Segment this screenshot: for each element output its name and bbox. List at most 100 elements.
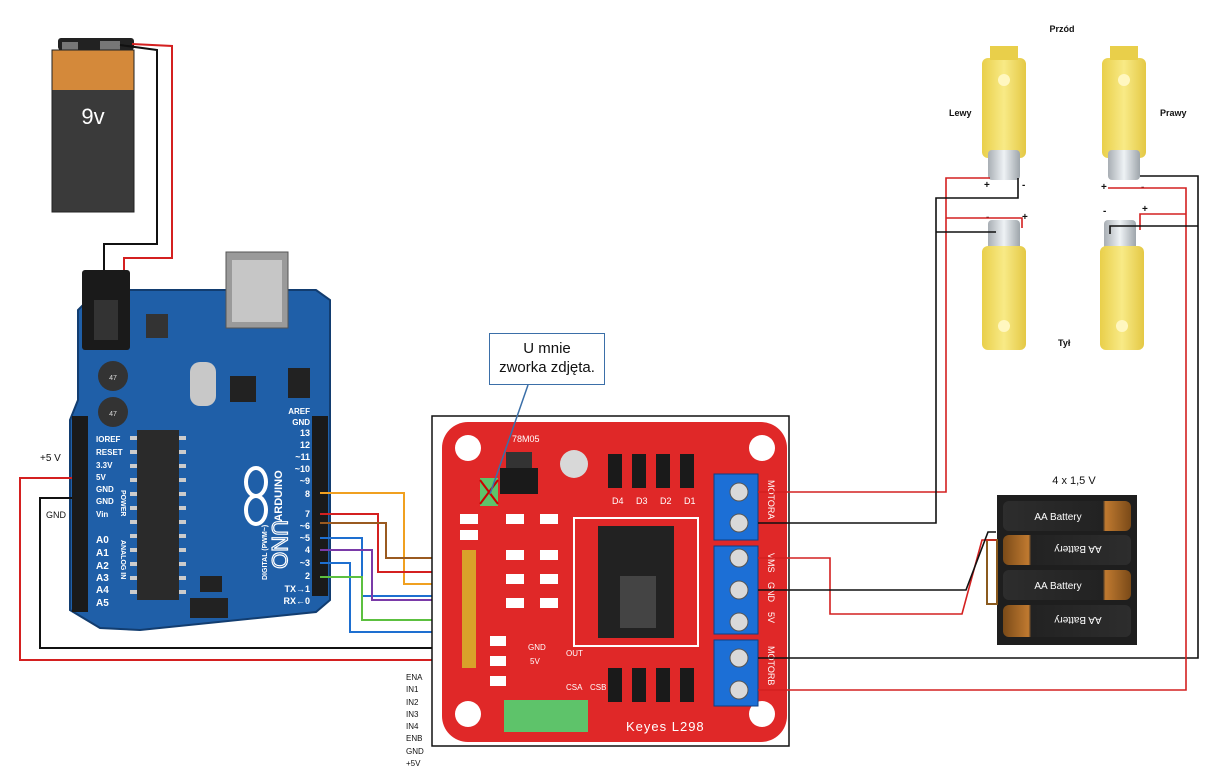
arduino-pin-a0: A0 [96, 535, 109, 546]
aa-label-3: AA Battery [1034, 581, 1081, 592]
arduino-digital-title: DIGITAL (PWM~) [262, 525, 269, 580]
callout-line-2: zworka zdjęta. [499, 359, 595, 376]
arduino-power-title: POWER [119, 490, 126, 516]
driver-label-motorb: MOTORB [766, 646, 776, 685]
pin-label-gnd: GND [406, 746, 424, 756]
polarity-fl-minus: - [1022, 180, 1025, 191]
label-battpack: 4 x 1,5 V [1052, 475, 1096, 487]
battery-9v: 9v [51, 38, 135, 213]
arduino-pin-a5: A5 [96, 598, 109, 609]
arduino-pin-a3: A3 [96, 573, 109, 584]
label-prawy: Prawy [1160, 108, 1187, 118]
callout-pointer [489, 384, 529, 495]
wire-vms-red [758, 539, 996, 615]
arduino-pin-10: ~10 [295, 464, 310, 474]
power-wires [758, 531, 996, 615]
arduino-pin-33v: 3.3V [96, 461, 113, 470]
polarity-rl-plus: + [1022, 212, 1028, 223]
label-plus5v: +5 V [40, 453, 61, 464]
label-gnd: GND [46, 510, 67, 520]
aa-label-4: AA Battery [1054, 614, 1101, 625]
wire-motora-black [758, 178, 1019, 524]
motor-wires [758, 175, 1199, 691]
arduino-pin-a2: A2 [96, 561, 109, 572]
motor-front-left [982, 46, 1026, 180]
arduino-pin-a1: A1 [96, 548, 109, 559]
wire-motorb-red [758, 187, 1187, 691]
pin-label-ena: ENA [406, 673, 423, 682]
driver-label-out: OUT [566, 649, 583, 658]
pin-label-enb: ENB [406, 734, 423, 744]
wire-pin5-blue [320, 537, 466, 597]
arduino-pin-13: 13 [300, 428, 310, 438]
pin-label-5v: +5V [406, 759, 421, 769]
wire-5v-red [19, 477, 466, 661]
polarity-rr-plus: + [1142, 204, 1148, 215]
wire-fr-rr-red [1139, 213, 1186, 230]
pin-label-in1: IN1 [406, 685, 419, 695]
aa-label-2: AA Battery [1054, 543, 1101, 554]
arduino-pin-vin: Vin [96, 510, 108, 519]
arduino-pin-ioref: IOREF [96, 435, 121, 444]
arduino-pin-5: ~5 [300, 533, 310, 543]
arduino-pin-reset: RESET [96, 448, 123, 457]
wire-gnd-black [39, 497, 466, 649]
pin-label-in2: IN2 [406, 697, 419, 707]
driver-label-gnd: GND [766, 582, 776, 603]
arduino-pin-a4: A4 [96, 585, 109, 596]
driver-d1: D1 [684, 496, 696, 506]
arduino-pin-11: ~11 [295, 452, 310, 462]
label-tyl: Tył [1058, 338, 1071, 348]
arduino-pin-1: TX→1 [284, 584, 310, 594]
wire-9v-red [123, 43, 173, 272]
driver-label-motora: MOTORA [766, 480, 776, 519]
label-lewy: Lewy [949, 108, 972, 118]
arduino-pin-6: ~6 [300, 521, 310, 531]
driver-d2: D2 [660, 496, 672, 506]
driver-d4: D4 [612, 496, 624, 506]
arduino-analog-title: ANALOG IN [119, 540, 126, 579]
driver-label-sv: 5V [530, 657, 540, 666]
driver-label-csa: CSA [566, 683, 583, 692]
terminal-blocks: MOTORA VMS GND 5V MOTORB [713, 473, 776, 707]
wire-fl-rl-red [946, 217, 1023, 228]
arduino-brand: ARDUINO [273, 470, 285, 522]
polarity-fr-plus: + [1101, 182, 1107, 193]
arduino-pin-aref: AREF [288, 407, 310, 416]
pin-label-in3: IN3 [406, 709, 419, 719]
arduino-pin-5v: 5V [96, 473, 106, 482]
motor-rear-left [982, 220, 1026, 350]
wire-gnd-battery-black [758, 531, 996, 591]
driver-label-vms: VMS [766, 553, 776, 573]
driver-name: Keyes L298 [626, 719, 705, 734]
arduino-pin-gnd3: GND [292, 418, 310, 427]
motor-rear-right [1100, 220, 1144, 350]
wire-9v-black [103, 44, 158, 272]
aa-label-1: AA Battery [1034, 512, 1081, 523]
pin-label-in4: IN4 [406, 722, 419, 732]
wire-pin3-blue2 [320, 562, 466, 633]
arduino-uno-board: 47 47 ARDUINO UNO IOREF RESET [69, 251, 331, 632]
l298-driver-board: 78M05 D4 D3 D2 D1 GND 5V OUT CSA CS [442, 422, 787, 742]
arduino-pin-9: ~9 [300, 476, 310, 486]
aa-battery-pack: AA Battery AA Battery AA Battery AA Batt… [986, 495, 1137, 645]
arduino-pin-8: 8 [305, 489, 310, 499]
driver-label-gnd2: GND [528, 643, 546, 652]
svg-text:47: 47 [109, 411, 117, 418]
arduino-pin-gnd2: GND [96, 497, 114, 506]
polarity-fl-plus: + [984, 180, 990, 191]
wire-fr-rr-black [1109, 225, 1198, 234]
arduino-pin-2: 2 [305, 571, 310, 581]
driver-label-csb: CSB [590, 683, 606, 692]
driver-label-5v: 5V [766, 612, 776, 623]
driver-regulator: 78M05 [512, 434, 540, 444]
wire-motorb-black [758, 175, 1199, 659]
arduino-pin-4: 4 [305, 545, 310, 555]
arduino-pin-12: 12 [300, 440, 310, 450]
wire-motora-red [758, 177, 990, 493]
svg-text:47: 47 [109, 375, 117, 382]
callout-line-1: U mnie [523, 340, 571, 357]
polarity-rr-minus: - [1103, 206, 1106, 217]
wire-pin2-green [320, 576, 466, 621]
